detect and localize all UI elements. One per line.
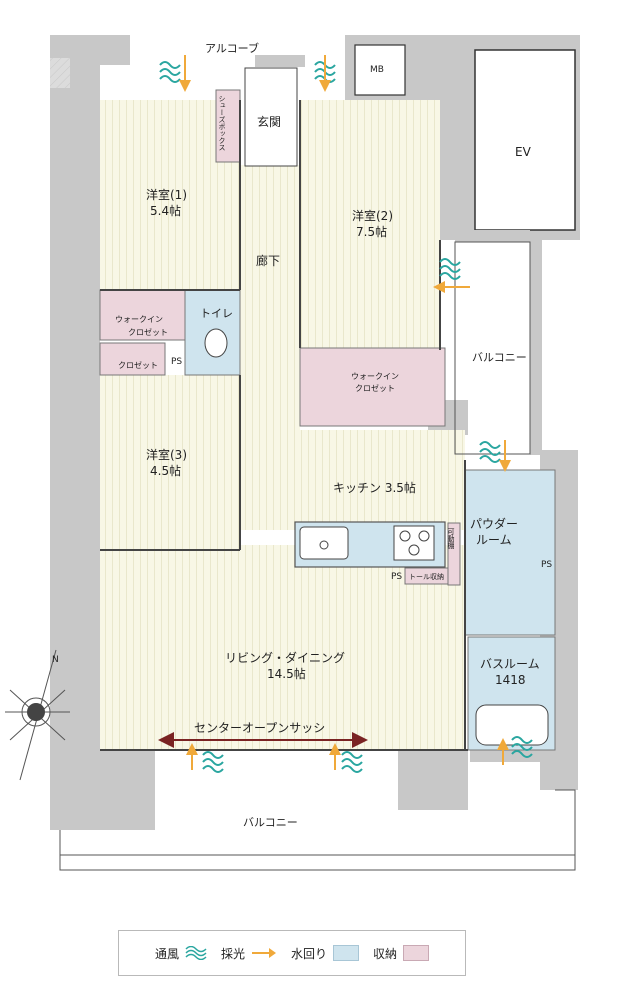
powder-room (464, 469, 556, 636)
legend-water: 水回り (291, 945, 360, 962)
bathroom-line1: バスルーム (480, 657, 540, 671)
mb-label: MB (370, 65, 384, 75)
wind-icon (185, 946, 207, 960)
balconies (59, 241, 576, 871)
legend-storage-label: 収納 (373, 946, 398, 961)
room1-size: 5.4帖 (150, 203, 181, 218)
living-line1: リビング・ダイニング (225, 650, 345, 665)
compass-icon (5, 649, 70, 781)
toilet-storage-label: トール収納 (409, 572, 444, 581)
closet (99, 342, 166, 376)
balcony-bottom-label: バルコニー (243, 816, 298, 829)
interior-walls (100, 100, 468, 751)
powder-room-line2: ルーム (476, 533, 512, 547)
walkin-closet-2 (299, 347, 446, 427)
bathtub-icon (475, 704, 549, 746)
ps3-label: PS (541, 560, 552, 570)
entrance-label: 玄関 (257, 114, 281, 129)
ev-label: EV (515, 145, 532, 159)
walkin2-line1: ウォークイン (351, 372, 399, 381)
legend-ventilation-label: 通風 (154, 946, 179, 961)
legend-storage: 収納 (373, 945, 430, 962)
daylight-arrows (179, 55, 511, 770)
toilet-label: トイレ (200, 307, 233, 320)
movable-shelf-label: 可動棚 (447, 528, 455, 550)
legend-ventilation: 通風 (155, 945, 207, 962)
walkin1-line1: ウォークイン (115, 315, 163, 324)
ps1-label: PS (171, 357, 182, 367)
balcony-side-label: バルコニー (472, 351, 527, 364)
walkin1-line2: クロゼット (128, 327, 168, 337)
shoes-box (215, 89, 241, 163)
center-sash-label: センターオープンサッシ (194, 721, 325, 735)
shoes-box-label: シューズボックス (218, 95, 226, 151)
legend-water-label: 水回り (291, 946, 328, 961)
floor-areas (99, 67, 556, 751)
legend-daylight-label: 採光 (220, 946, 245, 961)
bathroom-line2: 1418 (495, 673, 526, 687)
room3-name: 洋室(3) (146, 447, 187, 462)
living-line2: 14.5帖 (267, 666, 306, 681)
kitchen-label: キッチン 3.5帖 (333, 480, 416, 495)
closet-label: クロゼット (118, 360, 158, 370)
room1-name: 洋室(1) (146, 187, 187, 202)
mb-box (354, 44, 406, 96)
room3-size: 4.5帖 (150, 463, 181, 478)
ps2-label: PS (391, 572, 402, 582)
toilet-icon (204, 328, 228, 358)
movable-shelf (447, 522, 461, 586)
legend-daylight: 採光 (221, 945, 277, 962)
water-swatch (333, 945, 360, 961)
room2-size: 7.5帖 (356, 224, 387, 239)
storage-swatch (403, 945, 430, 961)
legend: 通風 採光 水回り 収納 (118, 930, 466, 976)
kitchen-appliances (299, 525, 435, 561)
alcove-label: アルコーブ (205, 41, 259, 55)
walkin-closet-1 (99, 289, 186, 341)
walkin2-line2: クロゼット (355, 383, 395, 393)
hallway-label: 廊下 (256, 253, 280, 268)
room2-name: 洋室(2) (352, 208, 393, 223)
powder-room-line1: パウダー (470, 516, 518, 531)
arrow-right-icon (252, 948, 276, 958)
compass-n-label: N (52, 655, 59, 665)
